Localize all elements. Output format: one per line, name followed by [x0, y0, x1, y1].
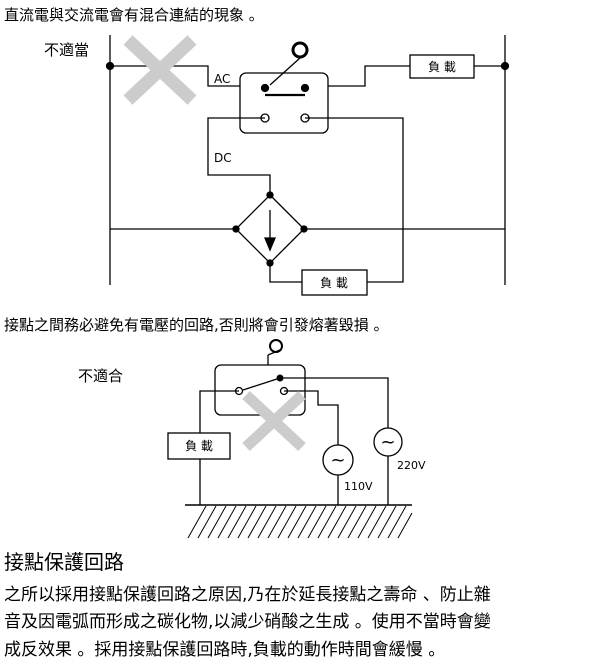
junction-dot	[266, 191, 274, 199]
junction-dot	[300, 225, 308, 233]
switch-actuator-arm	[269, 57, 301, 86]
label-110v: 110V	[344, 480, 373, 493]
dc-line-right	[305, 117, 404, 283]
caption-mixed-current: 直流電與交流電會有混合連結的現象 。	[4, 6, 264, 24]
ground-hatch	[187, 505, 413, 539]
label-220v: 220V	[397, 459, 426, 472]
dc-line-left	[207, 117, 271, 195]
ac-symbol-110v: ~	[330, 450, 345, 471]
cross-mark-bad	[242, 390, 306, 452]
junction-dot	[266, 259, 274, 267]
label-not-suitable: 不適當	[44, 41, 89, 59]
contact-no-left	[260, 83, 270, 93]
limit-switch-body	[239, 72, 329, 134]
diagram-two-voltages	[167, 339, 413, 539]
section-heading: 接點保護回路	[4, 550, 124, 574]
bridge-arrow-head	[264, 237, 276, 252]
load-label-dc: 負 載	[320, 276, 348, 290]
switch-roller	[269, 339, 283, 353]
load-box-dc	[301, 269, 368, 296]
junction-dot	[232, 225, 240, 233]
wire-to-load	[199, 390, 239, 433]
ac-line-mid	[328, 65, 410, 87]
paragraph-line-2: 音及因電弧而形成之碳化物,以減少硝酸之生成 。使用不當時會變	[4, 612, 491, 632]
paragraph-line-1: 之所以採用接點保護回路之原因,乃在於延長接點之壽命 、防止雜	[4, 585, 491, 605]
source-220v	[373, 427, 403, 457]
wire-to-110v	[284, 390, 339, 445]
contact-no-right	[300, 83, 310, 93]
load-label: 負 載	[185, 439, 213, 453]
cross-mark-bad	[123, 35, 197, 105]
load-label-ac: 負 載	[428, 60, 456, 74]
dc-load-line	[269, 263, 302, 283]
ac-symbol-220v: ~	[380, 432, 395, 453]
load-box-ac	[409, 54, 475, 79]
wire-to-220v	[280, 377, 389, 428]
label-not-suitable-2: 不適合	[78, 367, 123, 385]
junction-dot	[500, 61, 510, 71]
junction-dot	[276, 374, 284, 382]
junction-dot	[105, 61, 115, 71]
diagram-mixed-ac-dc	[105, 35, 510, 296]
load-box	[167, 432, 231, 460]
source-110v	[322, 444, 354, 476]
label-ac: AC	[214, 72, 230, 86]
paragraph-line-3: 成反效果 。採用接點保護回路時,負載的動作時間會緩慢 。	[4, 640, 446, 660]
switch-contact-blade	[242, 377, 281, 391]
switch-roller	[291, 41, 309, 59]
label-dc: DC	[214, 151, 232, 165]
caption-contact-voltage: 接點之間務必避免有電壓的回路,否則將會引發熔著毀損 。	[4, 316, 389, 334]
